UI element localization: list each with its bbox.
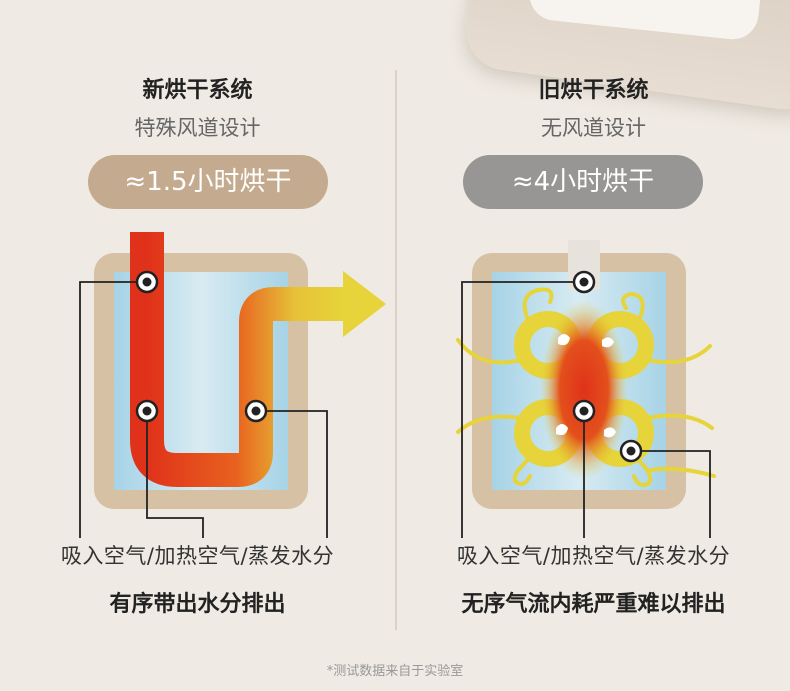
marker-intake [135,270,159,294]
new-system-conclusion: 有序带出水分排出 [109,592,286,617]
marker-heating [135,399,159,423]
old-system-conclusion: 无序气流内耗严重难以排出 [461,592,726,617]
marker-intake [572,270,596,294]
column-divider [395,70,397,630]
old-system-subtitle: 无风道设计 [541,116,646,140]
marker-heating [572,399,596,423]
old-system-drying-time-pill: ≈4小时烘干 [463,155,703,209]
old-system-title: 旧烘干系统 [538,78,649,103]
old-system-chamber [456,240,716,538]
marker-evaporation [619,439,643,463]
lab-test-footnote: *测试数据来自于实验室 [326,664,464,679]
new-system-title: 新烘干系统 [142,78,253,103]
exhaust-arrow-icon [343,271,386,337]
new-system-subtitle: 特殊风道设计 [134,116,261,140]
marker-evaporation [244,399,268,423]
new-system-chamber [79,232,386,538]
new-system-drying-time-pill: ≈1.5小时烘干 [88,155,328,209]
new-system-stage-labels: 吸入空气/加热空气/蒸发水分 [60,544,335,568]
old-system-stage-labels: 吸入空气/加热空气/蒸发水分 [456,544,731,568]
